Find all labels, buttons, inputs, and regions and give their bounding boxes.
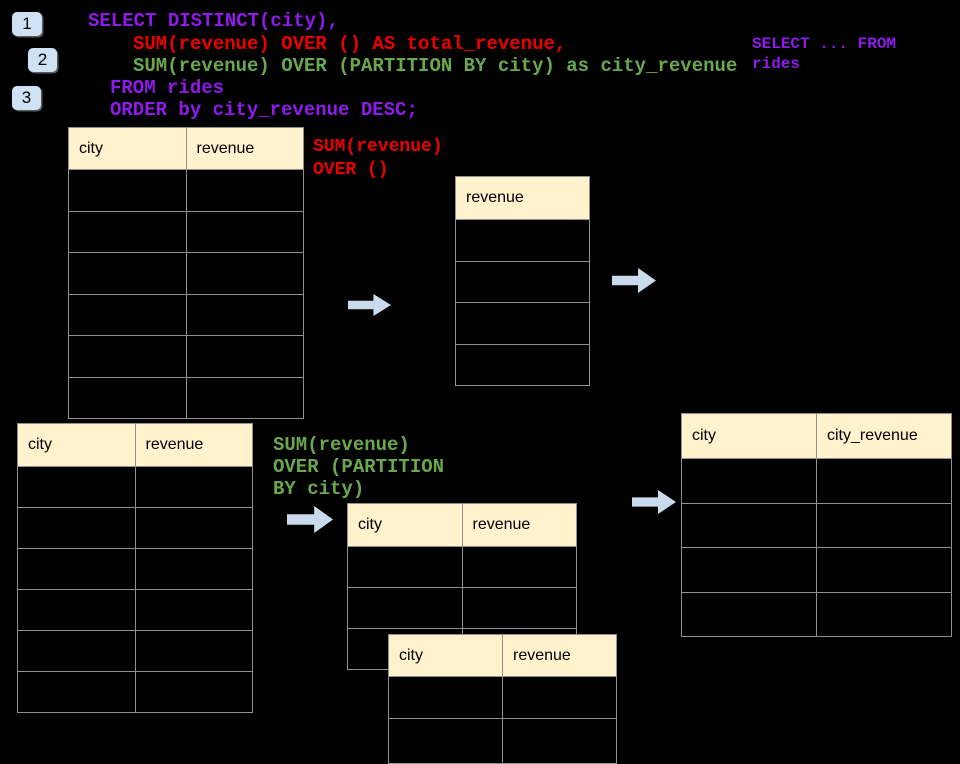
- empty-cell: [389, 719, 502, 763]
- column-header-city: city: [69, 128, 186, 169]
- table-city-revenue-result: city city_revenue: [681, 413, 952, 637]
- empty-cell: [816, 503, 951, 547]
- empty-cell: [185, 170, 303, 211]
- table-total-revenue-result: revenue: [455, 176, 590, 386]
- step-badge-2: 2: [28, 48, 57, 72]
- empty-cell: [682, 459, 816, 503]
- empty-cell: [18, 508, 135, 548]
- column-header-revenue: revenue: [134, 424, 252, 466]
- label-total-line2: OVER (): [313, 160, 389, 180]
- empty-cell: [456, 220, 589, 261]
- empty-cell: [682, 548, 816, 592]
- column-header-revenue: revenue: [456, 177, 589, 219]
- sql-line-city-revenue: SUM(revenue) OVER (PARTITION BY city) as…: [133, 55, 738, 77]
- empty-cell: [18, 549, 135, 589]
- empty-cell: [502, 677, 616, 718]
- empty-cell: [69, 294, 186, 335]
- sql-line-total-revenue: SUM(revenue) OVER () AS total_revenue,: [133, 33, 567, 55]
- arrow-right-icon: [612, 268, 656, 293]
- column-header-revenue: revenue: [461, 504, 576, 546]
- empty-cell: [348, 588, 462, 628]
- column-header-city: city: [682, 414, 816, 458]
- label-sum-over-total: SUM(revenue) OVER (): [313, 136, 443, 182]
- table-source-rides-top: city revenue: [68, 127, 304, 419]
- empty-cell: [69, 211, 186, 252]
- empty-cell: [816, 548, 951, 592]
- empty-cell: [69, 377, 186, 418]
- label-partition-line2: OVER (PARTITION: [273, 456, 445, 478]
- column-header-city: city: [348, 504, 462, 546]
- slide-canvas: { "steps": ["1", "2", "3"], "sql": { "l1…: [12, 10, 952, 764]
- empty-cell: [456, 261, 589, 302]
- column-header-city: city: [389, 635, 502, 676]
- sql-line-order-by: ORDER by city_revenue DESC;: [110, 99, 418, 121]
- sql-line-from: FROM rides: [110, 77, 225, 99]
- empty-cell: [134, 672, 252, 712]
- table-partition-overlay: city revenue: [388, 634, 617, 764]
- empty-cell: [348, 547, 462, 587]
- label-partition-line3: BY city): [273, 478, 365, 500]
- empty-cell: [185, 294, 303, 335]
- arrow-right-icon: [348, 294, 391, 316]
- empty-cell: [18, 672, 135, 712]
- empty-cell: [456, 303, 589, 344]
- label-partition-line1: SUM(revenue): [273, 434, 410, 456]
- empty-cell: [502, 719, 616, 763]
- empty-cell: [18, 631, 135, 671]
- empty-cell: [18, 467, 135, 507]
- empty-cell: [185, 377, 303, 418]
- empty-cell: [816, 459, 951, 503]
- empty-cell: [389, 677, 502, 718]
- empty-cell: [185, 336, 303, 377]
- column-header-revenue: revenue: [502, 635, 616, 676]
- empty-cell: [134, 549, 252, 589]
- empty-cell: [456, 344, 589, 385]
- empty-cell: [682, 503, 816, 547]
- empty-cell: [134, 631, 252, 671]
- empty-cell: [134, 590, 252, 630]
- empty-cell: [816, 592, 951, 636]
- arrow-right-icon: [287, 506, 333, 533]
- empty-cell: [134, 508, 252, 548]
- empty-cell: [461, 588, 576, 628]
- column-header-city: city: [18, 424, 135, 466]
- empty-cell: [69, 336, 186, 377]
- empty-cell: [18, 590, 135, 630]
- empty-cell: [682, 592, 816, 636]
- step-badge-1: 1: [12, 12, 42, 36]
- empty-cell: [185, 211, 303, 252]
- sql-line-select: SELECT DISTINCT(city),: [88, 10, 339, 32]
- empty-cell: [185, 253, 303, 294]
- step-badge-3: 3: [12, 86, 41, 110]
- column-header-city-revenue: city_revenue: [816, 414, 951, 458]
- empty-cell: [461, 547, 576, 587]
- label-total-line1: SUM(revenue): [313, 137, 443, 157]
- empty-cell: [134, 467, 252, 507]
- table-source-rides-bottom: city revenue: [17, 423, 253, 713]
- empty-cell: [69, 253, 186, 294]
- arrow-right-icon: [632, 490, 676, 514]
- empty-cell: [69, 170, 186, 211]
- note-select-from: SELECT ... FROM: [752, 35, 897, 53]
- note-rides: rides: [752, 55, 801, 73]
- column-header-revenue: revenue: [185, 128, 303, 169]
